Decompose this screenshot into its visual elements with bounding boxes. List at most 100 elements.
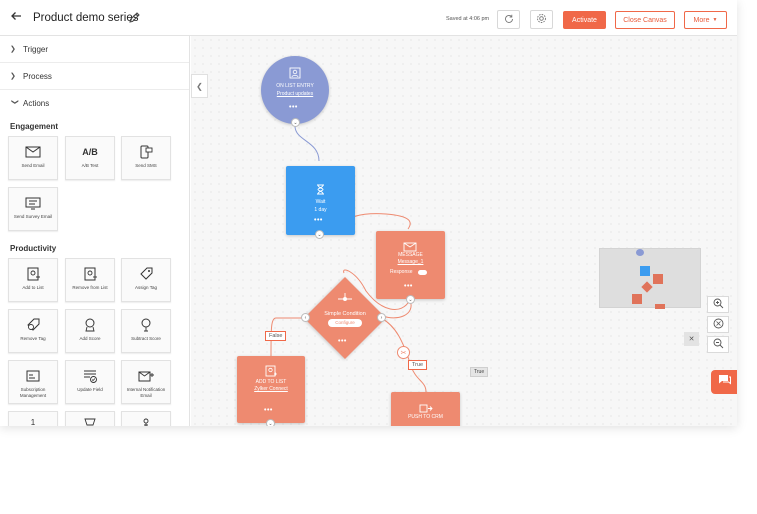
tile-label: Remove from List [72,285,108,290]
minimap-add-list [632,294,642,304]
wait-node[interactable]: Wait 1 day ••• [286,166,355,235]
condition-title: Simple Condition [324,311,366,317]
left-branch-knob[interactable]: ‹ [301,313,310,322]
close-canvas-button[interactable]: Close Canvas [615,11,675,29]
zoom-out-button[interactable] [707,336,729,353]
tile-label: Subscription Management [19,387,47,398]
crm-icon [419,400,433,418]
minimap-message [653,274,663,284]
expand-knob[interactable]: ⌄ [315,230,324,239]
envelope-icon [25,145,41,159]
top-header: Product demo series Saved at 4:06 pm Act… [0,0,737,36]
true-tooltip-tag: True [470,367,489,377]
add-list-icon [26,267,40,281]
workflow-canvas[interactable]: ❮ ON LIST ENTRY Product updates ••• ⌄ [191,36,737,426]
back-arrow-icon[interactable] [10,10,24,24]
tile-label: Assign Tag [135,285,157,290]
chevron-down-icon: ❯ [11,98,18,105]
tile-remove-from-list[interactable]: Remove from List [65,258,115,302]
activate-button[interactable]: Activate [563,11,606,29]
tile-label: Add to List [22,285,44,290]
tile-label: Add Score [79,336,101,341]
pencil-icon[interactable] [128,11,142,25]
push-to-crm-node[interactable]: PUSH TO CRM [391,392,460,426]
more-button[interactable]: More ▼ [684,11,727,29]
crm-type: PUSH TO CRM [408,414,443,420]
tile-label: Send Email [21,163,45,168]
chevron-left-icon: ❮ [196,81,203,91]
chat-support-button[interactable] [711,370,737,394]
node-menu-dots[interactable]: ••• [314,217,323,224]
zoom-in-button[interactable] [707,296,729,313]
person-icon [141,415,151,426]
tile-ab-test[interactable]: A/B A/B Test [65,136,115,180]
chevron-right-icon: ❯ [10,73,16,80]
node-menu-dots[interactable]: ••• [264,407,273,414]
list-icon [289,66,301,84]
refresh-button[interactable] [497,10,520,29]
gear-icon [536,11,547,29]
node-menu-dots[interactable]: ••• [404,283,413,290]
minimap-crm [655,304,665,309]
survey-icon [25,196,41,210]
right-branch-knob[interactable]: › [377,313,386,322]
tile-add-to-list[interactable]: Add to List [8,258,58,302]
section-actions[interactable]: ❯ Actions [0,90,189,117]
entry-node[interactable]: ON LIST ENTRY Product updates ••• [261,56,329,124]
section-label: Actions [23,99,50,108]
tile-partial-1[interactable]: 1 [8,411,58,426]
true-branch-label: True [408,360,428,370]
section-process[interactable]: ❯ Process [0,63,189,90]
entry-type: ON LIST ENTRY [276,83,314,89]
false-branch-label: False [265,331,287,341]
tile-partial-2[interactable] [65,411,115,426]
zoom-in-icon [713,296,724,314]
expand-knob[interactable]: ⌄ [291,118,300,127]
journey-builder-window: Product demo series Saved at 4:06 pm Act… [0,0,737,426]
tile-assign-tag[interactable]: Assign Tag [121,258,171,302]
message-name[interactable]: Message_1 [397,259,424,265]
wait-duration: 1 day [314,207,327,213]
tile-send-email[interactable]: Send Email [8,136,58,180]
add-list-name[interactable]: Zylker Connect [254,386,288,392]
score-minus-icon [139,318,153,332]
tile-partial-3[interactable] [121,411,171,426]
tile-update-field[interactable]: Update Field [65,360,115,404]
tile-subscription-management[interactable]: Subscription Management [8,360,58,404]
tile-label: A/B Test [81,163,99,168]
entry-list-name[interactable]: Product updates [276,91,314,97]
more-label: More [693,16,710,24]
minimap-entry [636,249,644,256]
hourglass-icon [316,182,325,200]
fit-screen-icon [713,316,724,334]
message-type: MESSAGE [398,252,423,258]
tile-subtract-score[interactable]: Subtract Score [121,309,171,353]
zoom-fit-button[interactable] [707,316,729,333]
node-menu-dots[interactable]: ••• [338,338,347,345]
minimap-condition [641,281,653,293]
close-minimap-button[interactable]: ✕ [684,332,699,346]
expand-knob[interactable]: ⌄ [266,419,275,426]
canvas-minimap[interactable] [599,248,701,309]
tile-remove-tag[interactable]: Remove Tag [8,309,58,353]
node-menu-dots[interactable]: ••• [289,104,298,111]
expand-knob[interactable]: ⌄ [406,295,415,304]
response-label: Response [390,269,413,275]
configure-button[interactable]: Configure [328,319,362,327]
page-title: Product demo series [33,12,139,24]
collapse-sidebar-button[interactable]: ❮ [191,74,208,98]
basket-icon [84,415,96,426]
tile-add-score[interactable]: Add Score [65,309,115,353]
scissors-icon[interactable]: ✂ [397,346,410,359]
tile-send-survey-email[interactable]: Send Survey Email [8,187,58,231]
tile-send-sms[interactable]: Send SMS [121,136,171,180]
settings-button[interactable] [530,10,553,29]
response-toggle[interactable] [418,270,427,275]
tile-label: Update Field [77,387,103,392]
add-list-icon [265,364,277,382]
add-list-type: ADD TO LIST [255,379,287,385]
add-to-list-node[interactable]: ADD TO LIST Zylker Connect ••• [237,356,305,423]
tile-internal-notification-email[interactable]: Internal Notification Email [121,360,171,404]
message-node[interactable]: MESSAGE Message_1 Response ••• [376,231,445,299]
section-trigger[interactable]: ❯ Trigger [0,36,189,63]
